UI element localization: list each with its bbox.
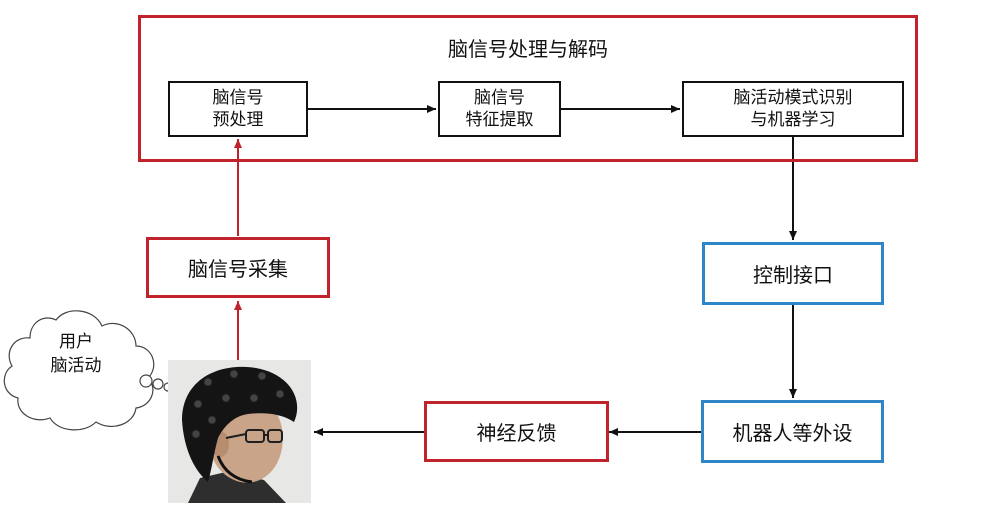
control-interface-box: 控制接口 — [702, 242, 884, 305]
peripheral-box: 机器人等外设 — [701, 400, 884, 463]
peripheral-label: 机器人等外设 — [733, 417, 853, 446]
recognition-line2: 与机器学习 — [734, 109, 853, 131]
acquisition-box: 脑信号采集 — [146, 237, 330, 298]
neural-feedback-box: 神经反馈 — [424, 401, 609, 462]
user-eeg-cap-photo — [168, 360, 311, 503]
preprocess-line1: 脑信号 — [213, 87, 264, 109]
thought-line1: 用户 — [26, 330, 126, 354]
thought-line2: 脑活动 — [26, 354, 126, 378]
feature-line2: 特征提取 — [466, 109, 534, 131]
thought-cloud-text: 用户 脑活动 — [26, 330, 126, 378]
feedback-label: 神经反馈 — [477, 417, 557, 446]
recognition-line1: 脑活动模式识别 — [734, 87, 853, 109]
preprocess-box: 脑信号 预处理 — [168, 81, 308, 137]
feature-line1: 脑信号 — [466, 87, 534, 109]
acquisition-label: 脑信号采集 — [188, 253, 288, 282]
control-interface-label: 控制接口 — [753, 259, 833, 288]
pattern-recognition-box: 脑活动模式识别 与机器学习 — [682, 81, 904, 137]
processing-decoding-title: 脑信号处理与解码 — [138, 33, 918, 62]
feature-extraction-box: 脑信号 特征提取 — [438, 81, 561, 137]
preprocess-line2: 预处理 — [213, 109, 264, 131]
